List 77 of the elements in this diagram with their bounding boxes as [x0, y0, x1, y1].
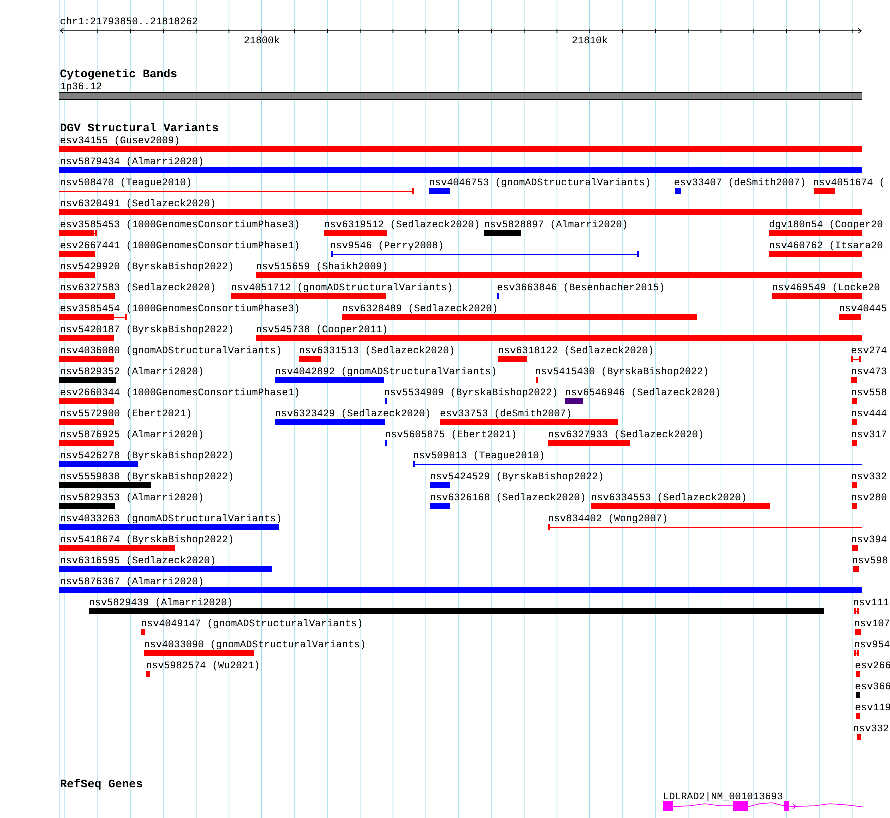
- variant-label: nsv515659 (Shaikh2009): [257, 262, 387, 272]
- tick-label: 21800k: [244, 36, 280, 44]
- variant-label: nsv558: [852, 388, 887, 396]
- variant-label: nsv4033090 (gnomADStructuralVariants): [145, 640, 365, 650]
- variant-label: nsv5424529 (ByrskaBishop2022): [431, 472, 603, 482]
- variant-label: esv34155 (Gusev2009): [60, 136, 179, 146]
- variant-label: nsv6316595 (Sedlazeck2020): [61, 556, 215, 566]
- variant-label: nsv5829352 (Almarri2020): [61, 367, 203, 377]
- variant-label: nsv5876367 (Almarri2020): [61, 577, 203, 587]
- variant-label: nsv5879434 (Almarri2020): [61, 157, 203, 167]
- variant-label: nsv5418674 (ByrskaBishop2022): [61, 535, 233, 545]
- variant-label: nsv5572900 (Ebert2021): [61, 409, 191, 419]
- variant-label: nsv4036080 (gnomADStructuralVariants): [61, 346, 281, 356]
- variant-label: nsv6319512 (Sedlazeck2020): [325, 220, 479, 230]
- variant-label: nsv6328489 (Sedlazeck2020): [343, 304, 497, 314]
- variant-label: nsv508470 (Teague2010): [61, 178, 191, 188]
- variant-label: esv3585453 (1000GenomesConsortiumPhase3): [60, 220, 299, 230]
- variant-label: nsv6320491 (Sedlazeck2020): [61, 199, 215, 209]
- band-label: 1p36.12: [60, 82, 102, 92]
- variant-label: nsv545738 (Cooper2011): [257, 325, 387, 335]
- variant-label: nsv473: [852, 368, 887, 375]
- variant-label: nsv6327583 (Sedlazeck2020): [61, 283, 215, 293]
- variant-label: nsv4051674 (: [814, 178, 884, 188]
- variant-label: nsv6334553 (Sedlazeck2020): [592, 493, 746, 503]
- variant-label: esv3585454 (1000GenomesConsortiumPhase3): [60, 304, 299, 314]
- variant-label: nsv332: [852, 472, 887, 480]
- variant-label: nsv509013 (Teague2010): [414, 451, 544, 461]
- variant-label: dgv180n54 (Cooper20: [770, 220, 883, 230]
- variant-label: nsv5426278 (ByrskaBishop2022): [61, 451, 233, 461]
- variant-label: nsv4051712 (gnomADStructuralVariants): [232, 283, 452, 293]
- variant-label: esv3663846 (Besenbacher2015): [498, 283, 664, 293]
- track-title: DGV Structural Variants: [60, 123, 218, 132]
- variant-label: nsv5829353 (Almarri2020): [61, 493, 203, 503]
- variant-label: nsv4042892 (gnomADStructuralVariants): [276, 367, 496, 377]
- variant-label: nsv5429920 (ByrskaBishop2022): [61, 262, 233, 272]
- variant-label: nsv5534909 (ByrskaBishop2022): [385, 388, 557, 398]
- variant-label: nsv332: [854, 724, 889, 732]
- variant-label: nsv5876925 (Almarri2020): [61, 430, 203, 440]
- variant-label: nsv5829439 (Almarri2020): [90, 598, 232, 608]
- variant-label: nsv280: [852, 494, 887, 501]
- variant-label: nsv598: [853, 556, 888, 564]
- variant-label: nsv6318122 (Sedlazeck2020): [499, 346, 653, 356]
- variant-label: esv33407 (deSmith2007): [674, 178, 805, 188]
- variant-label: nsv9546 (Perry2008): [331, 241, 443, 251]
- track-title: RefSeq Genes: [60, 779, 142, 790]
- variant-label: nsv6323429 (Sedlazeck2020): [276, 409, 430, 419]
- variant-label: esv2667441 (1000GenomesConsortiumPhase1): [60, 241, 299, 251]
- position-label: chr1:21793850..21818262: [60, 17, 198, 25]
- track-title: Cytogenetic Bands: [60, 69, 177, 80]
- variant-label: nsv394: [852, 536, 887, 543]
- variant-label: nsv4033263 (gnomADStructuralVariants): [61, 514, 281, 524]
- variant-label: nsv6546946 (Sedlazeck2020): [566, 388, 720, 398]
- variant-label: esv33753 (deSmith2007): [440, 409, 571, 419]
- variant-label: nsv5415430 (ByrskaBishop2022): [536, 367, 708, 377]
- variant-label: nsv6326168 (Sedlazeck2020): [431, 493, 585, 503]
- variant-label: nsv5420187 (ByrskaBishop2022): [61, 325, 233, 335]
- tick-label: 21810k: [572, 36, 608, 44]
- variant-label: nsv444: [852, 410, 887, 417]
- variant-label: nsv40445: [840, 304, 887, 312]
- variant-label: nsv5559838 (ByrskaBishop2022): [61, 472, 233, 482]
- variant-label: nsv5828897 (Almarri2020): [485, 220, 627, 230]
- variant-label: nsv5605875 (Ebert2021): [386, 430, 516, 440]
- variant-label: nsv4046753 (gnomADStructuralVariants): [430, 178, 650, 188]
- variant-label: nsv834402 (Wong2007): [549, 514, 667, 524]
- variant-label: nsv469549 (Locke20: [773, 283, 880, 293]
- variant-label: nsv107: [855, 620, 890, 627]
- variant-label: nsv954: [855, 640, 890, 648]
- variant-label: nsv460762 (Itsara20: [770, 241, 883, 251]
- variant-label: nsv6331513 (Sedlazeck2020): [300, 346, 454, 356]
- variant-label: nsv6327933 (Sedlazeck2020): [549, 430, 703, 440]
- variant-label: nsv111: [854, 598, 889, 606]
- variant-label: nsv317: [852, 430, 886, 438]
- variant-label: nsv5982574 (Wu2021): [147, 661, 259, 671]
- variant-label: nsv4049147 (gnomADStructuralVariants): [142, 619, 362, 629]
- variant-label: esv2660344 (1000GenomesConsortiumPhase1): [60, 388, 299, 398]
- gene-label: LDLRAD2|NM_001013693: [664, 792, 783, 802]
- variant-label: esv274: [852, 346, 887, 354]
